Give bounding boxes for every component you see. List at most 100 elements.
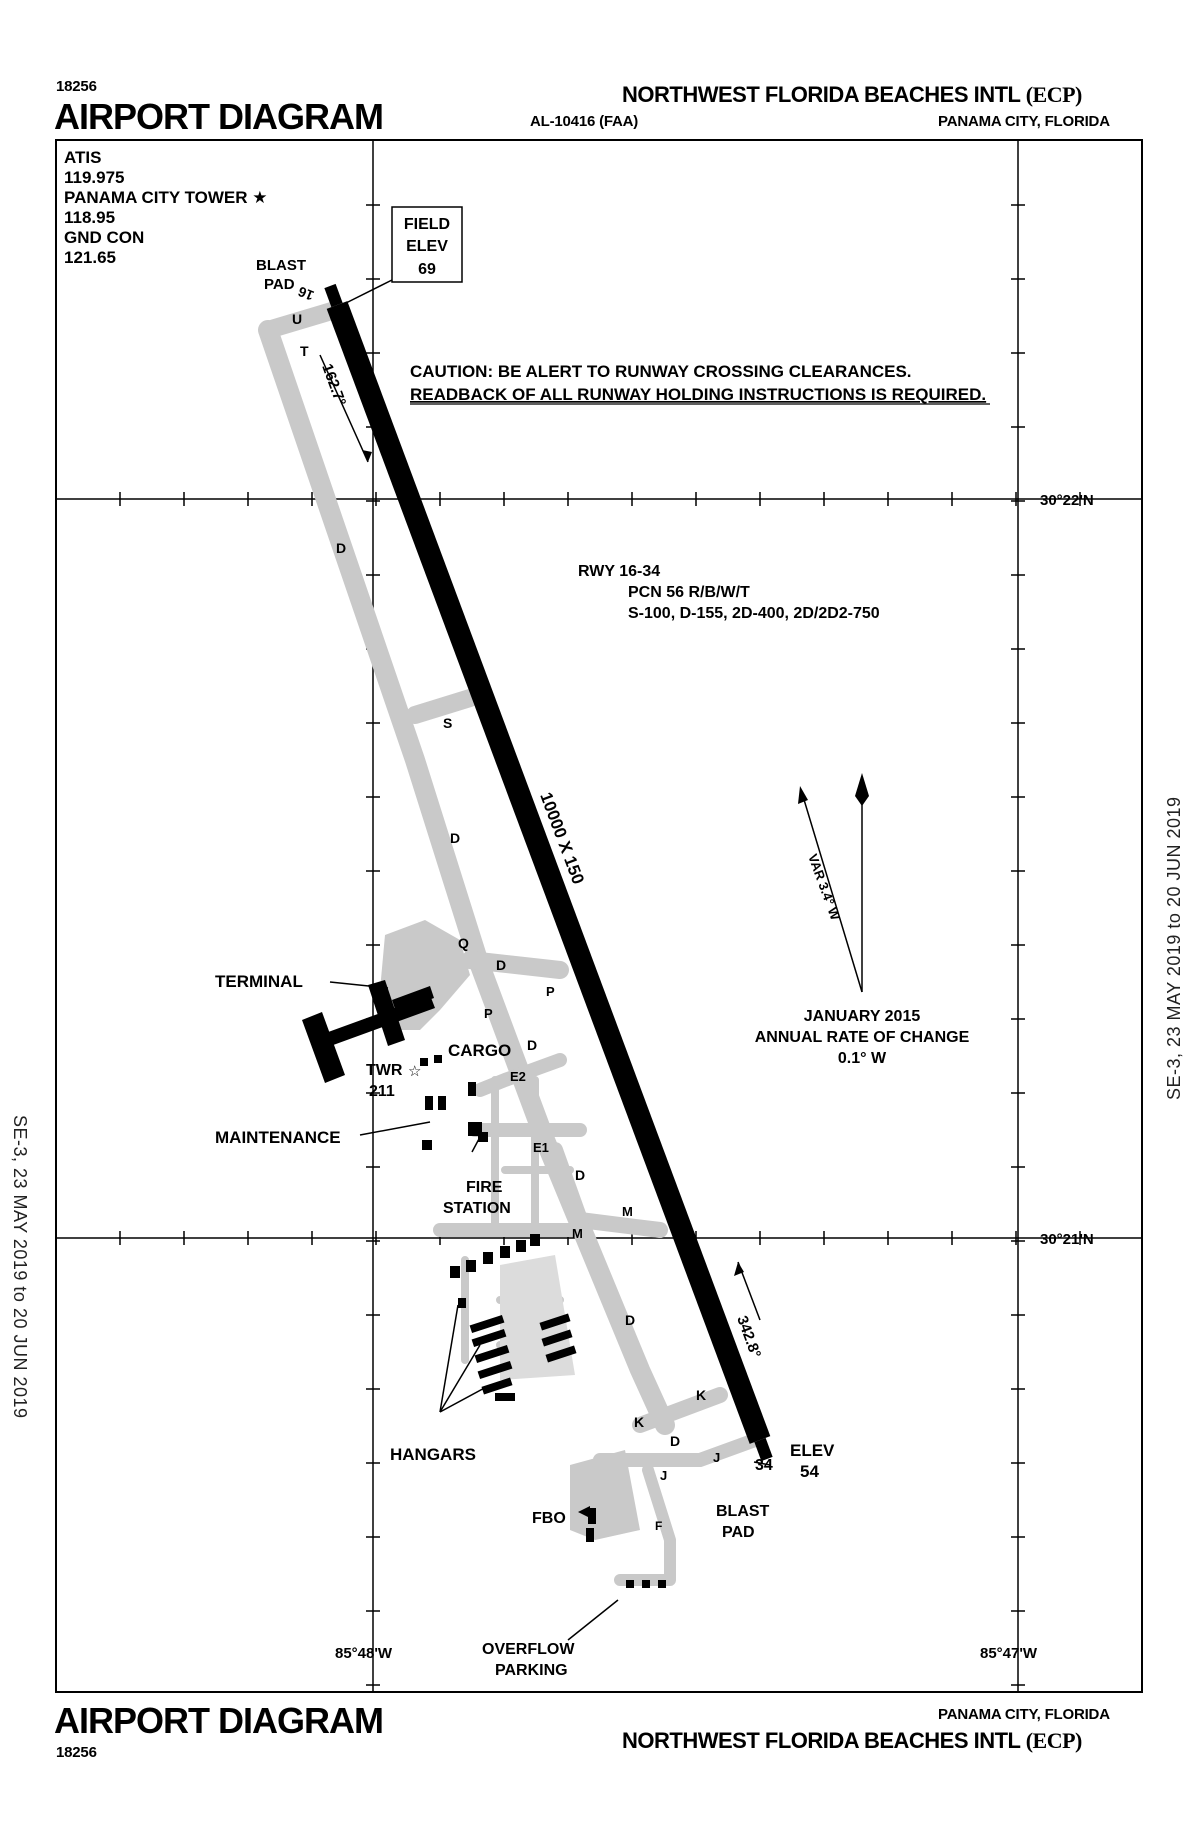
grid-ticks [119,204,1081,1686]
airport-code: (ECP) [1025,1728,1083,1753]
taxiway-u [259,301,344,339]
chart-number-top: 18256 [56,78,97,95]
tower-label: PANAMA CITY TOWER [64,188,248,207]
taxiway-d-parallel [258,320,675,1435]
star-icon: ★ [252,188,268,207]
taxiway-label-d4: D [527,1037,537,1053]
runway-name: RWY 16-34 [578,563,660,580]
taxiway-label-d7: D [670,1433,680,1449]
runway-end-16: 16 [295,283,316,304]
taxiway-k [632,1387,728,1433]
magnetic-rate: 0.1° W [838,1050,887,1067]
caution-line2: READBACK OF ALL RUNWAY HOLDING INSTRUCTI… [410,385,986,404]
blast-pad-south-line2: PAD [722,1524,755,1541]
taxiway-e2 [473,1053,567,1097]
procedure-id: AL-10416 (FAA) [530,113,639,130]
runway-end-34: 34 [755,1457,773,1474]
taxiway-label-q: Q [458,935,469,951]
taxiway-j [593,1433,762,1467]
lat-south-label: 30°21'N [1040,1231,1094,1248]
taxiway-label-p2: P [484,1006,493,1021]
taxiway-label-k1: K [696,1387,706,1403]
diagram-title-top: AIRPORT DIAGRAM [54,96,384,137]
taxiway-ramp-lines [491,1076,574,1234]
frequency-block: ATIS 119.975 PANAMA CITY TOWER ★ 118.95 … [64,148,268,268]
cargo-label: CARGO [448,1041,511,1060]
twr-star-icon: ☆ [408,1063,421,1080]
south-elev-label: ELEV [790,1441,835,1460]
blast-pad-south [754,1437,773,1462]
airport-code: (ECP) [1025,82,1083,107]
taxiway-label-d1: D [336,540,346,556]
blast-pad-north-line2: PAD [264,276,295,293]
true-north-arrow [855,773,869,806]
leader-lines [319,279,863,1641]
lon-west-label: 85°48'W [335,1645,393,1662]
field-elev-line2: ELEV [406,238,448,255]
facility-buildings [420,1055,666,1588]
twr-label: TWR [366,1062,403,1079]
ground-label: GND CON [64,228,145,247]
taxiway-label-f: F [655,1519,662,1533]
maintenance-label: MAINTENANCE [215,1128,341,1147]
taxiway-q-p [461,951,569,979]
runway-strength: S-100, D-155, 2D-400, 2D/2D2-750 [628,605,880,622]
magnetic-rate-label: ANNUAL RATE OF CHANGE [755,1029,970,1046]
atis-frequency: 119.975 [64,168,125,187]
taxiway-label-p1: P [546,984,555,999]
taxiway-label-m2: M [572,1226,583,1241]
airport-name-bottom: NORTHWEST FLORIDA BEACHES INTL (ECP) [622,1728,1082,1754]
lon-east-label: 85°47'W [980,1645,1038,1662]
caution-line1: CAUTION: BE ALERT TO RUNWAY CROSSING CLE… [410,362,912,381]
taxiway-label-k2: K [634,1414,644,1430]
overflow-parking-line2: PARKING [495,1662,568,1679]
fbo-apron [570,1450,640,1540]
south-elev-value: 54 [800,1462,819,1481]
blast-pad-north-line1: BLAST [256,257,306,274]
lat-north-label: 30°22'N [1040,492,1094,509]
taxiway-label-d3: D [496,957,506,973]
taxiway-label-s: S [443,715,452,731]
taxiway-label-d6: D [625,1312,635,1328]
diagram-frame [55,139,1143,1693]
runway-16-34 [326,301,771,1444]
taxiway-label-j2: J [660,1468,667,1483]
location-bottom: PANAMA CITY, FLORIDA [938,1706,1110,1723]
terminal-label: TERMINAL [215,972,303,991]
taxiway-label-e2: E2 [510,1069,526,1084]
taxiway-labels: U T D S D Q D P P D E2 E1 D M M D K K D … [292,311,720,1533]
fbo-label: FBO [532,1510,566,1527]
hangars-label: HANGARS [390,1445,476,1464]
overflow-parking-line1: OVERFLOW [482,1641,575,1658]
blast-pad-north [324,283,343,308]
taxiway-label-m1: M [622,1204,633,1219]
taxiway-network [258,301,762,1586]
field-elev-box [391,206,463,283]
hangar-apron [500,1255,575,1380]
field-elev-line1: FIELD [404,216,450,233]
arrowheads [362,450,869,1276]
taxiway-label-d2: D [450,830,460,846]
magnetic-variation: VAR 3.4° W [805,852,843,923]
tower-row: PANAMA CITY TOWER ★ [64,188,268,208]
atis-label: ATIS [64,148,102,167]
ground-frequency: 121.65 [64,248,116,267]
location-top: PANAMA CITY, FLORIDA [938,113,1110,130]
field-elev-value: 69 [418,261,436,278]
diagram-title-bottom: AIRPORT DIAGRAM [54,1700,384,1741]
fire-station-line2: STATION [443,1200,511,1217]
airport-name: NORTHWEST FLORIDA BEACHES INTL [622,82,1021,107]
airport-name-top: NORTHWEST FLORIDA BEACHES INTL (ECP) [622,82,1082,108]
terminal-building [302,980,435,1083]
taxiway-label-e1: E1 [533,1140,549,1155]
taxiway-label-t: T [300,343,309,359]
heading-north: 162.7° [318,362,349,409]
airport-name: NORTHWEST FLORIDA BEACHES INTL [622,1728,1021,1753]
tower-frequency: 118.95 [64,208,116,227]
taxiway-s [406,689,479,724]
chart-number-bottom: 18256 [56,1744,97,1761]
taxiway-label-j1: J [713,1450,720,1465]
fire-station-line1: FIRE [466,1179,503,1196]
runway-pcn: PCN 56 R/B/W/T [628,584,750,601]
